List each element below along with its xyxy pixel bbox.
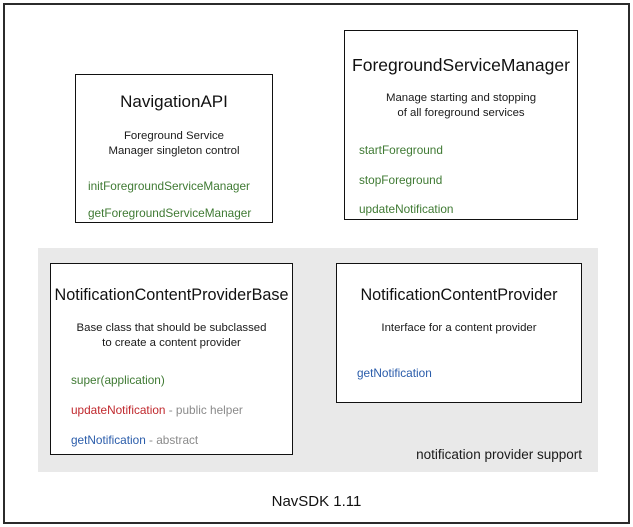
method-note: - abstract [145,433,199,448]
class-card-navigation-api[interactable]: NavigationAPI Foreground Service Manager… [75,74,273,223]
method-name: getForegroundServiceManager [88,206,252,221]
class-card-notification-content-provider-base[interactable]: NotificationContentProviderBase Base cla… [50,263,293,455]
method-item[interactable]: updateNotification - public helper [71,403,292,417]
card-title: NotificationContentProvider [360,286,558,304]
method-item[interactable]: super(application) [71,373,292,387]
class-card-notification-content-provider[interactable]: NotificationContentProvider Interface fo… [336,263,582,403]
card-method-list: getNotification [337,366,581,380]
card-title: NavigationAPI [120,92,228,111]
method-item[interactable]: stopForeground [359,173,577,187]
card-description: Foreground Service Manager singleton con… [76,129,272,159]
card-description-line-2: Manager singleton control [108,144,240,157]
card-description: Interface for a content provider [337,321,581,336]
class-card-foreground-service-manager[interactable]: ForegroundServiceManager Manage starting… [344,30,578,220]
method-item[interactable]: getForegroundServiceManager [88,206,272,220]
card-method-list: initForegroundServiceManager getForegrou… [76,179,272,220]
method-name: startForeground [359,143,443,158]
method-name: getNotification [71,433,146,448]
method-item[interactable]: initForegroundServiceManager [88,179,272,193]
card-description-line-1: Base class that should be subclassed [76,321,267,334]
method-name: initForegroundServiceManager [88,178,250,193]
card-description: Manage starting and stopping of all fore… [345,91,577,121]
card-description-line-2: to create a content provider [102,336,241,349]
method-name: stopForeground [359,172,443,187]
card-description: Base class that should be subclassed to … [51,321,292,351]
card-description-line-1: Foreground Service [123,129,225,142]
method-name: updateNotification [71,403,166,418]
card-description-line-2: of all foreground services [397,107,525,120]
method-name: super(application) [71,372,165,387]
method-item[interactable]: updateNotification [359,202,577,216]
method-note: - public helper [165,403,243,418]
method-item[interactable]: getNotification - abstract [71,433,292,447]
card-method-list: startForeground stopForeground updateNot… [345,143,577,215]
card-method-list: super(application) updateNotification - … [51,373,292,447]
method-name: getNotification [357,365,432,380]
method-name: updateNotification [359,201,454,216]
group-caption: notification provider support [416,447,582,462]
footer-version-label: NavSDK 1.11 [271,493,362,510]
method-item[interactable]: getNotification [357,366,581,380]
card-description-line-1: Interface for a content provider [381,321,537,334]
card-description-line-1: Manage starting and stopping [385,92,537,105]
diagram-outer-frame [3,3,630,524]
method-item[interactable]: startForeground [359,143,577,157]
card-title: NotificationContentProviderBase [54,286,289,304]
card-title: ForegroundServiceManager [352,55,570,75]
